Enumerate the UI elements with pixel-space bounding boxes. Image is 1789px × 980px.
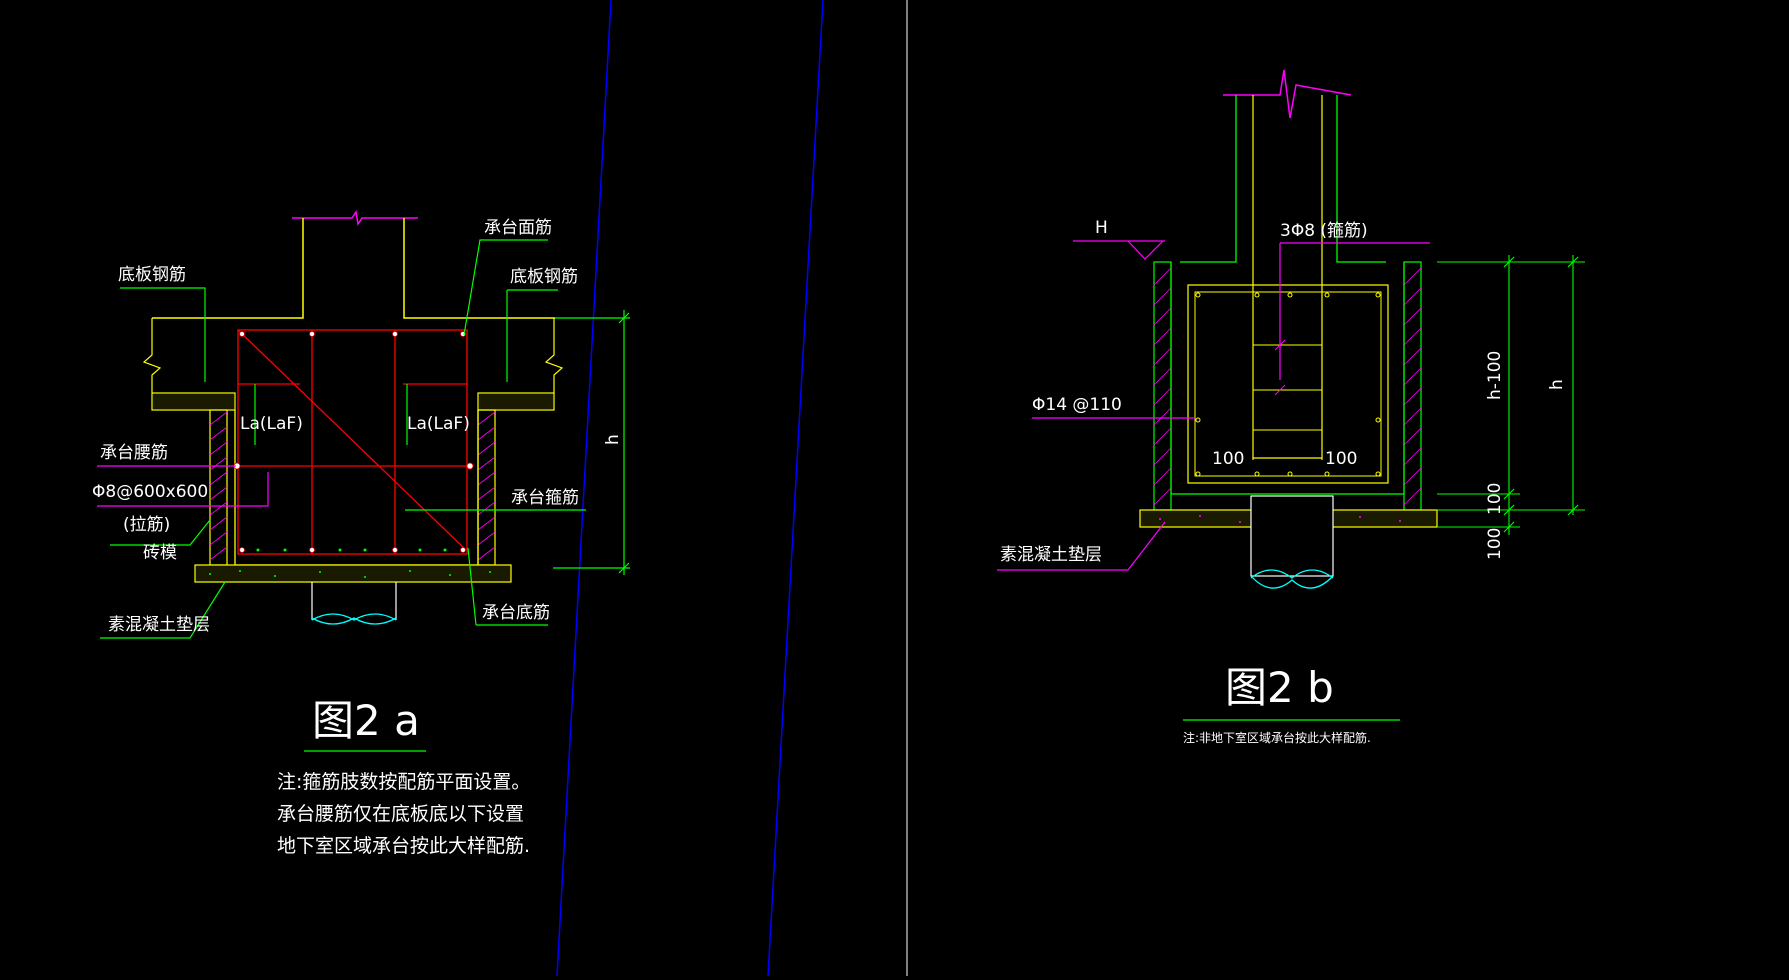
slab-left (151, 392, 236, 411)
label-slab-rebar-right: 底板钢筋 (510, 267, 578, 287)
column-stirrups-b (1253, 344, 1322, 431)
bottom-bar-dots (256, 548, 447, 552)
note-b: 注:非地下室区域承台按此大样配筋. (1183, 730, 1371, 745)
leaders-b (997, 242, 1430, 571)
dim-lines-b (1437, 255, 1585, 535)
rebar-cage (237, 329, 468, 555)
pile-break (311, 617, 397, 625)
leaders-a-magenta (97, 465, 269, 507)
slab-left-fill (153, 394, 234, 409)
cage-dots-b (1195, 292, 1381, 477)
pad-speckle (209, 570, 491, 578)
label-level-h: H (1095, 218, 1108, 238)
column-break-line (292, 210, 418, 226)
label-top-rebar: 承台面筋 (484, 218, 552, 238)
dim-100-left-b: 100 (1212, 449, 1244, 469)
rebar-cage-b (1187, 284, 1389, 484)
label-rebar-b: Φ14 @110 (1032, 395, 1122, 415)
label-lean-concrete-a: 素混凝土垫层 (108, 615, 210, 635)
dim-h-minus-100: h-100 (1485, 351, 1505, 400)
column-left-b (1180, 95, 1237, 263)
dim-100-right-b: 100 (1325, 449, 1357, 469)
pile-break-b (1250, 575, 1334, 589)
slab-break-right (544, 318, 564, 393)
dim-100-b: 100 (1485, 528, 1505, 560)
figure-2b: H (997, 69, 1585, 745)
wall-right-b (1403, 261, 1422, 511)
slab-right-fill (479, 394, 553, 409)
note-a-2: 承台腰筋仅在底板底以下设置 (277, 803, 524, 825)
rebar-cage-outline (237, 329, 468, 555)
label-slab-rebar-left: 底板钢筋 (118, 265, 186, 285)
anchor-leaders (254, 384, 408, 445)
label-stirrup: 承台箍筋 (511, 488, 579, 508)
rebar-dots (233, 331, 474, 553)
caption-fig-2a: 图2 a (312, 696, 420, 745)
column-right-edge (403, 218, 555, 319)
dim-h (553, 310, 630, 575)
leaders-a (100, 239, 586, 639)
column-break-b (1223, 69, 1352, 119)
level-triangle (1127, 240, 1164, 260)
divider-line-blue-1 (556, 0, 612, 977)
pile-break-2 (311, 613, 397, 621)
slab-right (477, 392, 555, 411)
rebar-cage-inner-b (1194, 291, 1382, 477)
column-left-edge (152, 218, 304, 319)
label-bottom-rebar: 承台底筋 (482, 603, 550, 623)
wall-hatch-b (1153, 267, 1422, 506)
cap-outline-b (1170, 262, 1405, 495)
lean-concrete-pad (194, 564, 512, 583)
label-anchor-left: La(LaF) (240, 414, 303, 434)
label-stirrup-b: 3Φ8 (箍筋) (1280, 221, 1368, 241)
note-a-1: 注:箍筋肢数按配筋平面设置。 (277, 771, 530, 793)
label-tie-name: (拉筋) (123, 515, 170, 535)
dim-h-label: h (603, 434, 623, 445)
brick-hatch (209, 411, 496, 561)
slab-break-left (142, 318, 162, 393)
pad-speckle-b (1159, 515, 1401, 523)
pile-b (1250, 495, 1334, 577)
wall-left-b (1153, 261, 1172, 511)
dim-100-a: 100 (1485, 483, 1505, 515)
dim-h-b: h (1547, 379, 1567, 390)
figure-2a: h 底板钢筋 承台面筋 底板钢筋 La(LaF) La(LaF) 承台腰筋 Φ8… (92, 210, 630, 857)
caption-fig-2b: 图2 b (1225, 663, 1334, 712)
note-a-3: 地下室区域承台按此大样配筋. (277, 835, 530, 857)
column-right-b (1336, 95, 1386, 263)
label-brick-form: 砖模 (143, 543, 177, 563)
pile-break-b2 (1250, 569, 1334, 579)
label-waist-rebar: 承台腰筋 (100, 443, 168, 463)
label-lean-concrete-b: 素混凝土垫层 (1000, 545, 1102, 565)
divider-line-blue-2 (767, 0, 824, 977)
label-tie-spec: Φ8@600x600 (92, 482, 208, 502)
label-anchor-right: La(LaF) (407, 414, 470, 434)
